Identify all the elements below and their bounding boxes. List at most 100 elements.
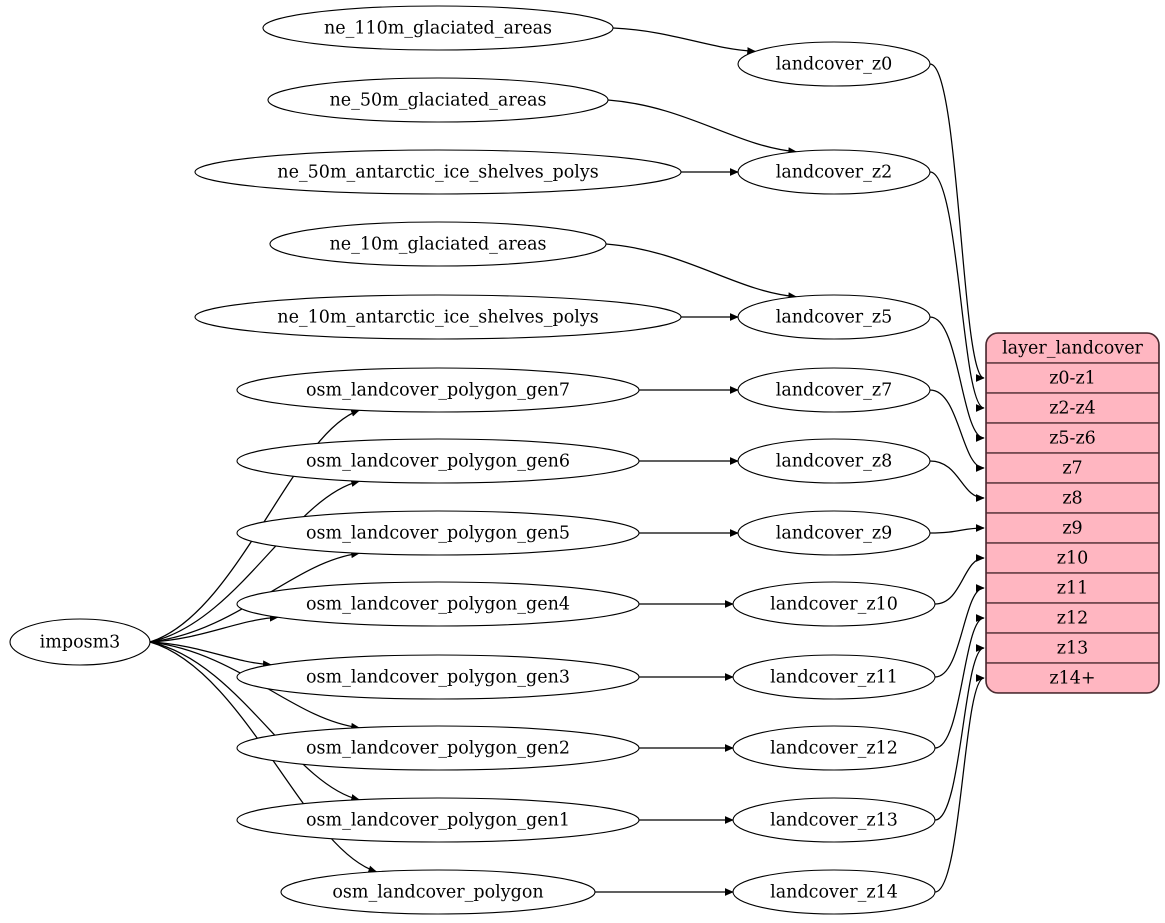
node-label: ne_10m_antarctic_ice_shelves_polys bbox=[277, 308, 598, 328]
node-ne_50m_glaciated_areas[interactable]: ne_50m_glaciated_areas bbox=[267, 77, 609, 123]
table-row[interactable] bbox=[986, 542, 1159, 574]
table-row[interactable] bbox=[986, 452, 1159, 484]
edge-imposm3-to-osm_landcover_polygon_gen3 bbox=[149, 641, 272, 669]
table-row[interactable] bbox=[986, 572, 1159, 604]
edge-landcover_z10-to-z10 bbox=[934, 554, 985, 605]
node-label: imposm3 bbox=[40, 633, 121, 653]
edge-ne_50m_glaciated_areas-to-landcover_z2 bbox=[607, 99, 798, 155]
node-ne_10m_glaciated_areas[interactable]: ne_10m_glaciated_areas bbox=[269, 221, 607, 267]
node-label: landcover_z7 bbox=[776, 381, 893, 401]
edge-imposm3-to-osm_landcover_polygon_gen1 bbox=[149, 641, 360, 802]
node-shape bbox=[9, 618, 151, 666]
node-landcover_z13[interactable]: landcover_z13 bbox=[732, 797, 936, 843]
table-outline bbox=[985, 332, 1160, 694]
node-landcover_z14[interactable]: landcover_z14 bbox=[732, 869, 936, 915]
node-label: osm_landcover_polygon bbox=[332, 883, 543, 903]
edge-landcover_z8-to-z8 bbox=[929, 460, 985, 502]
node-label: landcover_z2 bbox=[776, 163, 893, 183]
node-shape bbox=[732, 581, 936, 627]
node-shape bbox=[236, 581, 640, 627]
node-shape bbox=[267, 77, 609, 123]
edge-ne_10m_glaciated_areas-to-landcover_z5 bbox=[605, 243, 798, 300]
node-label: landcover_z8 bbox=[776, 452, 893, 472]
edge-ne_110m_glaciated_areas-to-landcover_z0 bbox=[612, 27, 757, 55]
node-label: osm_landcover_polygon_gen3 bbox=[306, 668, 570, 688]
node-osm_landcover_polygon_gen1[interactable]: osm_landcover_polygon_gen1 bbox=[236, 797, 640, 843]
edge-imposm3-to-osm_landcover_polygon_gen4 bbox=[149, 613, 279, 643]
node-label: osm_landcover_polygon_gen4 bbox=[306, 595, 570, 615]
edge-landcover_z11-to-z11 bbox=[934, 584, 985, 678]
node-label: landcover_z12 bbox=[770, 739, 898, 759]
table-header-label: layer_landcover bbox=[1002, 339, 1143, 359]
node-osm_landcover_polygon_gen3[interactable]: osm_landcover_polygon_gen3 bbox=[236, 654, 640, 700]
node-osm_landcover_polygon_gen5[interactable]: osm_landcover_polygon_gen5 bbox=[236, 510, 640, 556]
node-landcover_z5[interactable]: landcover_z5 bbox=[737, 294, 931, 340]
edge-landcover_z5-to-z5-z6 bbox=[929, 316, 985, 442]
node-shape bbox=[262, 5, 614, 51]
node-shape bbox=[732, 797, 936, 843]
table-row[interactable] bbox=[986, 392, 1159, 424]
node-osm_landcover_polygon_gen6[interactable]: osm_landcover_polygon_gen6 bbox=[236, 438, 640, 484]
table-row-label: z14+ bbox=[1049, 669, 1095, 689]
node-ne_10m_antarctic_ice_shelves_polys[interactable]: ne_10m_antarctic_ice_shelves_polys bbox=[194, 294, 682, 340]
node-shape bbox=[194, 149, 682, 195]
node-label: landcover_z13 bbox=[770, 811, 898, 831]
table-row-label: z2-z4 bbox=[1049, 399, 1096, 419]
node-landcover_z8[interactable]: landcover_z8 bbox=[737, 438, 931, 484]
table-layer: layer_landcoverz0-z1z2-z4z5-z6z7z8z9z10z… bbox=[985, 332, 1160, 694]
node-landcover_z9[interactable]: landcover_z9 bbox=[737, 510, 931, 556]
node-label: landcover_z0 bbox=[776, 55, 893, 75]
node-landcover_z12[interactable]: landcover_z12 bbox=[732, 725, 936, 771]
node-osm_landcover_polygon_gen7[interactable]: osm_landcover_polygon_gen7 bbox=[236, 367, 640, 413]
table-row-label: z12 bbox=[1057, 609, 1089, 629]
node-label: osm_landcover_polygon_gen5 bbox=[306, 524, 570, 544]
node-shape bbox=[236, 438, 640, 484]
edge-landcover_z7-to-z7 bbox=[929, 389, 985, 472]
node-landcover_z0[interactable]: landcover_z0 bbox=[737, 41, 931, 87]
node-shape bbox=[737, 149, 931, 195]
node-osm_landcover_polygon_gen2[interactable]: osm_landcover_polygon_gen2 bbox=[236, 725, 640, 771]
edge-landcover_z9-to-z9 bbox=[929, 524, 985, 534]
node-shape bbox=[269, 221, 607, 267]
node-label: landcover_z5 bbox=[776, 308, 893, 328]
node-label: ne_50m_glaciated_areas bbox=[330, 91, 547, 111]
table-row-label: z13 bbox=[1057, 639, 1089, 659]
table-row[interactable] bbox=[986, 512, 1159, 544]
node-ne_50m_antarctic_ice_shelves_polys[interactable]: ne_50m_antarctic_ice_shelves_polys bbox=[194, 149, 682, 195]
edge-imposm3-to-osm_landcover_polygon_gen6 bbox=[149, 479, 360, 643]
node-shape bbox=[236, 367, 640, 413]
node-osm_landcover_polygon_gen4[interactable]: osm_landcover_polygon_gen4 bbox=[236, 581, 640, 627]
table-row-label: z10 bbox=[1057, 549, 1089, 569]
node-shape bbox=[236, 725, 640, 771]
node-shape bbox=[737, 294, 931, 340]
table-row[interactable] bbox=[986, 362, 1159, 394]
table-row-label: z8 bbox=[1062, 489, 1082, 509]
node-shape bbox=[732, 654, 936, 700]
edge-landcover_z14-to-z14+ bbox=[934, 674, 985, 893]
node-label: landcover_z10 bbox=[770, 595, 898, 615]
node-shape bbox=[732, 869, 936, 915]
table-row[interactable] bbox=[986, 662, 1159, 693]
node-shape bbox=[236, 654, 640, 700]
node-shape bbox=[732, 725, 936, 771]
node-imposm3[interactable]: imposm3 bbox=[9, 618, 151, 666]
node-label: ne_50m_antarctic_ice_shelves_polys bbox=[277, 163, 598, 183]
node-ne_110m_glaciated_areas[interactable]: ne_110m_glaciated_areas bbox=[262, 5, 614, 51]
node-osm_landcover_polygon[interactable]: osm_landcover_polygon bbox=[280, 869, 596, 915]
node-landcover_z11[interactable]: landcover_z11 bbox=[732, 654, 936, 700]
node-shape bbox=[236, 797, 640, 843]
node-shape bbox=[236, 510, 640, 556]
edge-landcover_z13-to-z13 bbox=[934, 644, 985, 821]
node-landcover_z2[interactable]: landcover_z2 bbox=[737, 149, 931, 195]
node-label: osm_landcover_polygon_gen1 bbox=[306, 811, 570, 831]
node-label: ne_10m_glaciated_areas bbox=[330, 235, 547, 255]
node-label: landcover_z14 bbox=[770, 883, 898, 903]
table-row[interactable] bbox=[986, 632, 1159, 664]
node-label: landcover_z9 bbox=[776, 524, 893, 544]
node-shape bbox=[194, 294, 682, 340]
node-landcover_z7[interactable]: landcover_z7 bbox=[737, 367, 931, 413]
node-landcover_z10[interactable]: landcover_z10 bbox=[732, 581, 936, 627]
node-label: osm_landcover_polygon_gen2 bbox=[306, 739, 570, 759]
